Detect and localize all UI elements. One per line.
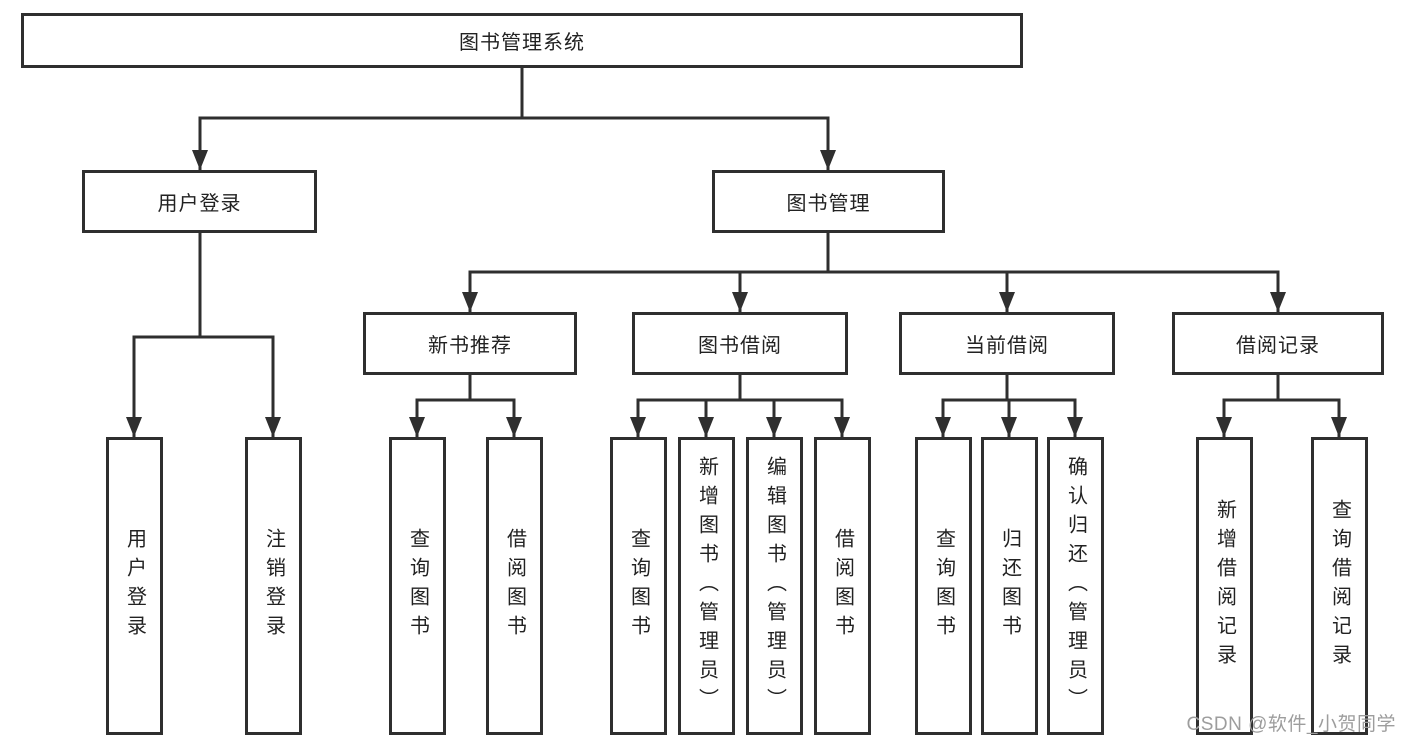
leaf-borrow-book-1-label: 借阅图书 (503, 528, 526, 644)
leaf-edit-book-admin: 编辑图书（管理员） (746, 437, 803, 735)
node-new-book-recommend-label: 新书推荐 (428, 335, 512, 357)
leaf-confirm-return-admin-label: 确认归还（管理员） (1064, 455, 1087, 717)
leaf-query-book-3-label: 查询图书 (932, 528, 955, 644)
node-current-borrowing-label: 当前借阅 (965, 335, 1049, 357)
leaf-return-book-label: 归还图书 (998, 528, 1021, 644)
leaf-add-book-admin-label: 新增图书（管理员） (695, 455, 718, 717)
leaf-query-book-3: 查询图书 (915, 437, 972, 735)
node-root-system: 图书管理系统 (21, 13, 1023, 68)
node-borrowing-records: 借阅记录 (1172, 312, 1384, 375)
node-book-borrowing-label: 图书借阅 (698, 335, 782, 357)
leaf-borrow-book-2: 借阅图书 (814, 437, 871, 735)
leaf-confirm-return-admin: 确认归还（管理员） (1047, 437, 1104, 735)
leaf-query-book-2: 查询图书 (610, 437, 667, 735)
leaf-edit-book-admin-label: 编辑图书（管理员） (763, 455, 786, 717)
leaf-add-borrow-record: 新增借阅记录 (1196, 437, 1253, 735)
leaf-add-borrow-record-label: 新增借阅记录 (1213, 499, 1236, 673)
leaf-logout-label: 注销登录 (262, 528, 285, 644)
node-book-management: 图书管理 (712, 170, 945, 233)
leaf-return-book: 归还图书 (981, 437, 1038, 735)
node-borrowing-records-label: 借阅记录 (1236, 335, 1320, 357)
leaf-add-book-admin: 新增图书（管理员） (678, 437, 735, 735)
node-root-system-label: 图书管理系统 (459, 32, 585, 54)
leaf-query-book-2-label: 查询图书 (627, 528, 650, 644)
leaf-query-borrow-record: 查询借阅记录 (1311, 437, 1368, 735)
node-user-login-label: 用户登录 (157, 193, 242, 215)
leaf-borrow-book-1: 借阅图书 (486, 437, 543, 735)
node-user-login: 用户登录 (82, 170, 317, 233)
leaf-logout: 注销登录 (245, 437, 302, 735)
leaf-query-book-1: 查询图书 (389, 437, 446, 735)
leaf-query-book-1-label: 查询图书 (406, 528, 429, 644)
node-book-management-label: 图书管理 (786, 193, 871, 215)
leaf-borrow-book-2-label: 借阅图书 (831, 528, 854, 644)
leaf-query-borrow-record-label: 查询借阅记录 (1328, 499, 1351, 673)
node-book-borrowing: 图书借阅 (632, 312, 848, 375)
leaf-user-login-label: 用户登录 (123, 528, 146, 644)
csdn-watermark: CSDN @软件_小贺同学 (1186, 714, 1396, 735)
node-new-book-recommend: 新书推荐 (363, 312, 577, 375)
leaf-user-login: 用户登录 (106, 437, 163, 735)
node-current-borrowing: 当前借阅 (899, 312, 1115, 375)
